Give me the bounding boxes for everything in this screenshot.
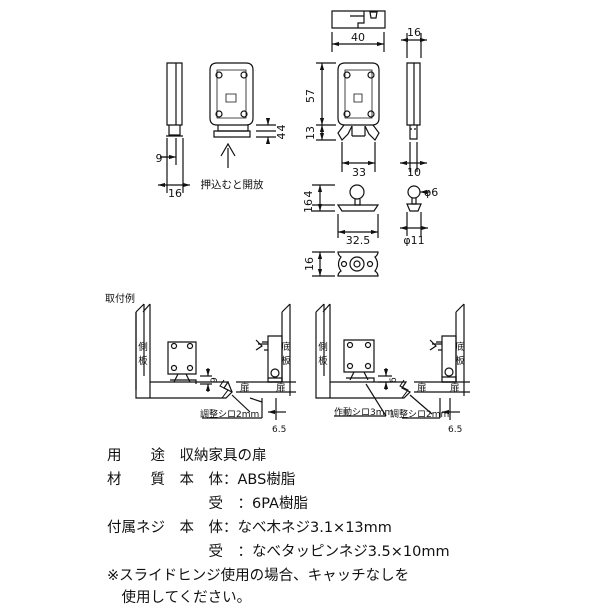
- adjust-left-label: 調整シロ2mm: [200, 408, 259, 420]
- dim-label-40: 40: [351, 31, 365, 44]
- side-panel-label-right: 側板: [318, 341, 328, 367]
- catch-front-view: [337, 62, 380, 141]
- dim-label-phi6: φ6: [424, 186, 438, 199]
- dim-label-16-left: 16: [168, 187, 182, 200]
- spec-line-5: 受 ：なべタッピンネジ3.5×10mm: [107, 544, 450, 560]
- dim-label-strike-4: 4: [302, 191, 315, 198]
- door-label-right-2: 扉: [450, 382, 460, 394]
- door-label-right-1: 扉: [417, 382, 427, 394]
- dim-label-4a: 4: [275, 125, 288, 132]
- dim-label-10: 10: [407, 166, 421, 179]
- action-label: 作動シロ3mm: [334, 406, 393, 418]
- install-left: [135, 303, 296, 420]
- door-label-left-1: 扉: [240, 382, 250, 394]
- dim-label-57: 57: [304, 89, 317, 103]
- strike-side-view: [336, 184, 380, 212]
- offset-right-label: 6.5: [448, 425, 462, 435]
- dim-label-4b: 4: [275, 133, 288, 140]
- bottom-panel-label-left: 底板: [281, 341, 291, 367]
- install-title: 取付例: [105, 292, 135, 305]
- dim-label-13: 13: [304, 126, 317, 140]
- dim-label-phi11: φ11: [403, 234, 424, 247]
- left-front-view: [209, 62, 254, 138]
- spec-line-6: ※スライドヒンジ使用の場合、キャッチなしを: [107, 568, 410, 584]
- dim-32-5: [337, 214, 379, 238]
- dim-10: [400, 142, 427, 172]
- adjust-right-label: 調整シロ2mm: [390, 408, 449, 420]
- side-panel-label-left: 側板: [138, 341, 148, 367]
- door-label-left-2: 扉: [276, 382, 286, 394]
- spec-line-1: 用 途 収納家具の扉: [107, 448, 267, 464]
- spec-line-3: 受 ：6PA樹脂: [107, 496, 308, 512]
- gap-9-label: 9: [210, 377, 220, 383]
- dim-label-plate-16: 16: [303, 257, 316, 271]
- bottom-panel-label-right: 底板: [455, 341, 465, 367]
- spec-line-7: 使用してください。: [107, 590, 252, 606]
- left-side-view: [166, 62, 183, 137]
- dim-16-right: [401, 33, 427, 58]
- push-label: 押込むと開放: [201, 178, 264, 191]
- dim-4-4: [256, 117, 276, 145]
- dim-16-plate: [312, 251, 335, 277]
- dim-40: [331, 32, 385, 52]
- gap-6-label: 6: [389, 377, 399, 383]
- spec-line-4: 付属ネジ 本 体：なべ木ネジ3.1×13mm: [107, 520, 392, 536]
- offset-left-label: 6.5: [272, 425, 286, 435]
- dim-9-16-left: [158, 138, 190, 193]
- dim-phi: [400, 189, 430, 236]
- dim-57: [316, 62, 336, 126]
- ball-front-view: [406, 185, 422, 212]
- dim-4-16-strike: [312, 184, 335, 212]
- push-arrow: [220, 142, 236, 168]
- dim-label-33: 33: [352, 166, 366, 179]
- install-right: [315, 303, 470, 420]
- dim-label-16-top: 16: [407, 26, 421, 39]
- catch-top-view: [331, 10, 386, 29]
- spec-line-2: 材 質 本 体：ABS樹脂: [107, 472, 296, 488]
- dim-13: [316, 124, 336, 141]
- dim-label-9: 9: [156, 152, 163, 165]
- dim-label-32-5: 32.5: [346, 234, 371, 247]
- catch-side-view: [406, 62, 421, 140]
- dim-label-strike-16: 16: [302, 199, 315, 213]
- plate-top-view: [337, 251, 379, 277]
- dim-33: [341, 142, 376, 172]
